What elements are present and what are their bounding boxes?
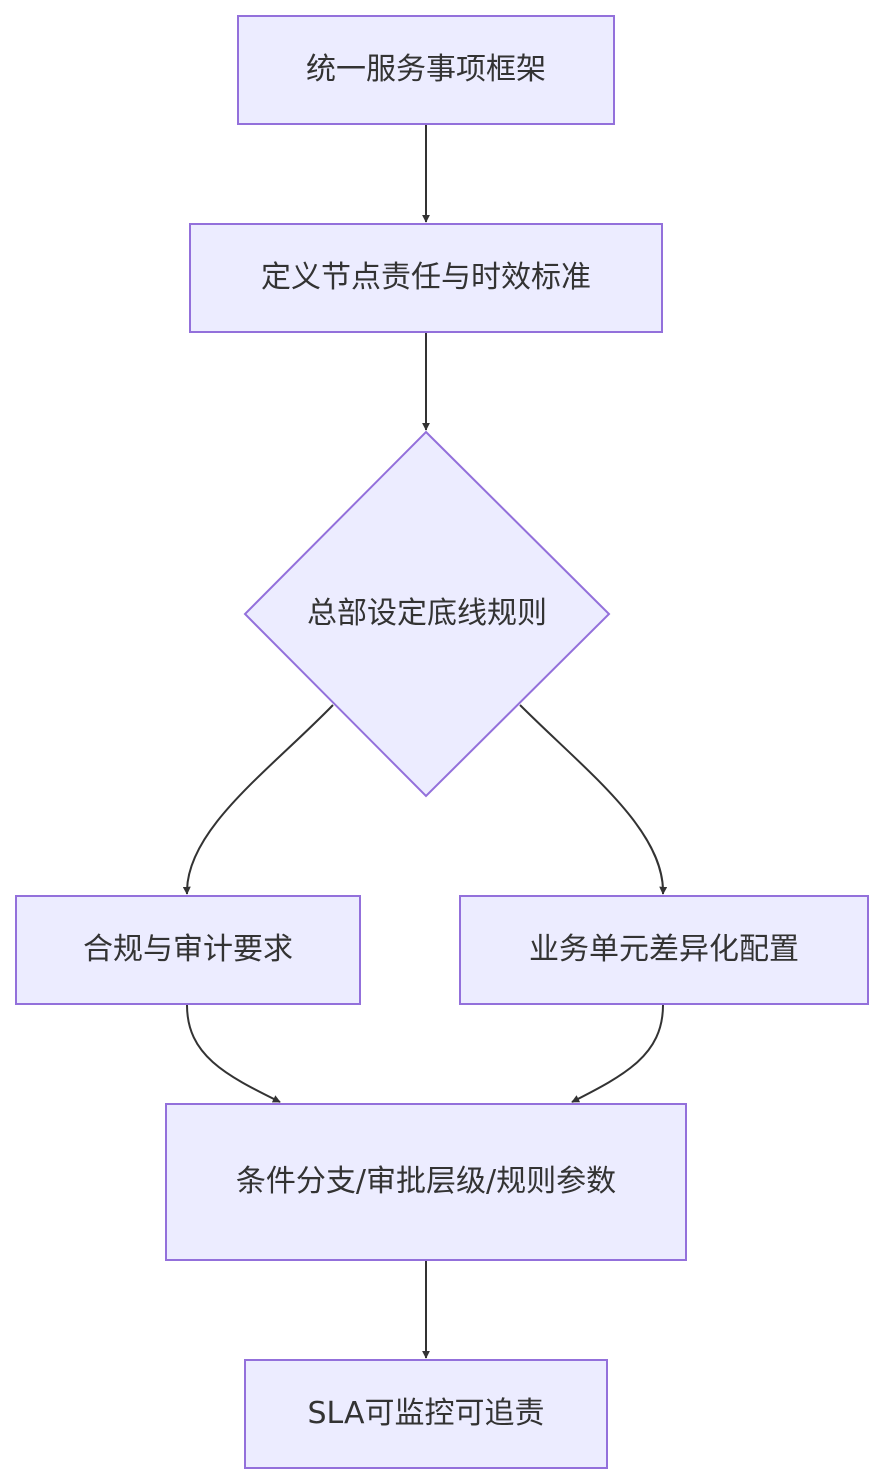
node-n7-label: SLA可监控可追责 xyxy=(307,1396,545,1431)
node-n3-label: 总部设定底线规则 xyxy=(307,596,547,631)
edge-n3-n5 xyxy=(519,704,668,895)
node-n6-box xyxy=(165,1103,687,1261)
node-n5-box xyxy=(459,895,869,1005)
node-n4-label: 合规与审计要求 xyxy=(83,932,293,967)
edge-n3-n4 xyxy=(182,704,334,895)
node-n1-box xyxy=(237,15,615,125)
node-n3-box xyxy=(243,430,611,798)
node-n6-label: 条件分支/审批层级/规则参数 xyxy=(235,1164,617,1199)
edge-n5-n6 xyxy=(571,1004,664,1103)
node-n4-box xyxy=(15,895,361,1005)
node-n7-box xyxy=(244,1359,608,1469)
node-n1-label: 统一服务事项框架 xyxy=(306,52,546,87)
node-n2-label: 定义节点责任与时效标准 xyxy=(261,260,591,295)
edge-n4-n6 xyxy=(186,1004,281,1103)
node-n2-box xyxy=(189,223,663,333)
node-n5-label: 业务单元差异化配置 xyxy=(529,932,799,967)
